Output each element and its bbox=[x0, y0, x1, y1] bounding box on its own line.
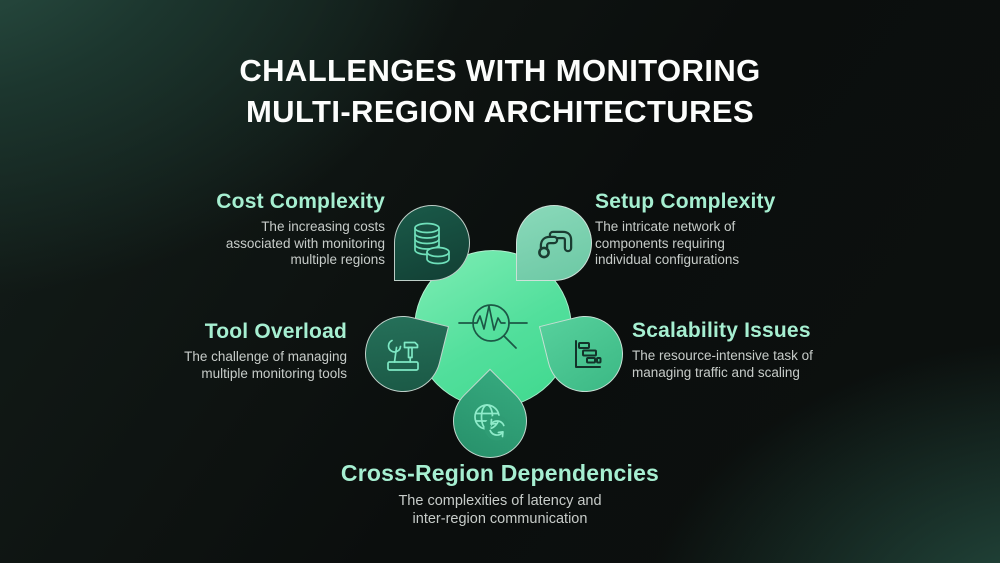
challenge-block-cost: Cost Complexity The increasing costs ass… bbox=[145, 190, 385, 269]
challenge-desc-scalability: The resource-intensive task of managing … bbox=[632, 348, 813, 380]
gantt-chart-icon bbox=[565, 334, 605, 374]
petal-scalability-issues bbox=[538, 307, 632, 401]
title-line-1: CHALLENGES WITH MONITORING bbox=[239, 53, 761, 88]
challenge-desc-tool: The challenge of managing multiple monit… bbox=[184, 349, 347, 381]
challenge-block-tool: Tool Overload The challenge of managing … bbox=[97, 320, 347, 382]
petal-cross-region-dependencies bbox=[437, 368, 543, 474]
challenge-block-cross-region: Cross-Region Dependencies The complexiti… bbox=[0, 460, 1000, 528]
challenge-heading-cross-region: Cross-Region Dependencies bbox=[340, 460, 660, 486]
globe-sync-icon bbox=[468, 400, 512, 442]
page-title: CHALLENGES WITH MONITORING MULTI-REGION … bbox=[0, 50, 1000, 132]
challenge-desc-cross-region: The complexities of latency and inter-re… bbox=[398, 493, 602, 527]
pipeline-icon bbox=[533, 223, 575, 263]
challenge-desc-setup: The intricate network of components requ… bbox=[595, 219, 740, 267]
challenge-desc-cost: The increasing costs associated with mon… bbox=[225, 219, 385, 267]
tools-icon bbox=[381, 332, 425, 376]
title-line-2: MULTI-REGION ARCHITECTURES bbox=[245, 94, 755, 129]
challenge-heading-scalability: Scalability Issues bbox=[632, 319, 811, 342]
challenge-block-scalability: Scalability Issues The resource-intensiv… bbox=[632, 319, 882, 381]
challenge-heading-tool: Tool Overload bbox=[204, 320, 347, 343]
magnifier-pulse-icon bbox=[453, 295, 533, 363]
challenge-block-setup: Setup Complexity The intricate network o… bbox=[595, 190, 845, 269]
challenge-heading-setup: Setup Complexity bbox=[595, 190, 776, 213]
petal-setup-complexity bbox=[516, 205, 592, 281]
petal-tool-overload bbox=[356, 307, 450, 401]
coin-stack-icon bbox=[410, 219, 454, 267]
petal-cost-complexity bbox=[394, 205, 470, 281]
challenge-heading-cost: Cost Complexity bbox=[216, 190, 385, 213]
